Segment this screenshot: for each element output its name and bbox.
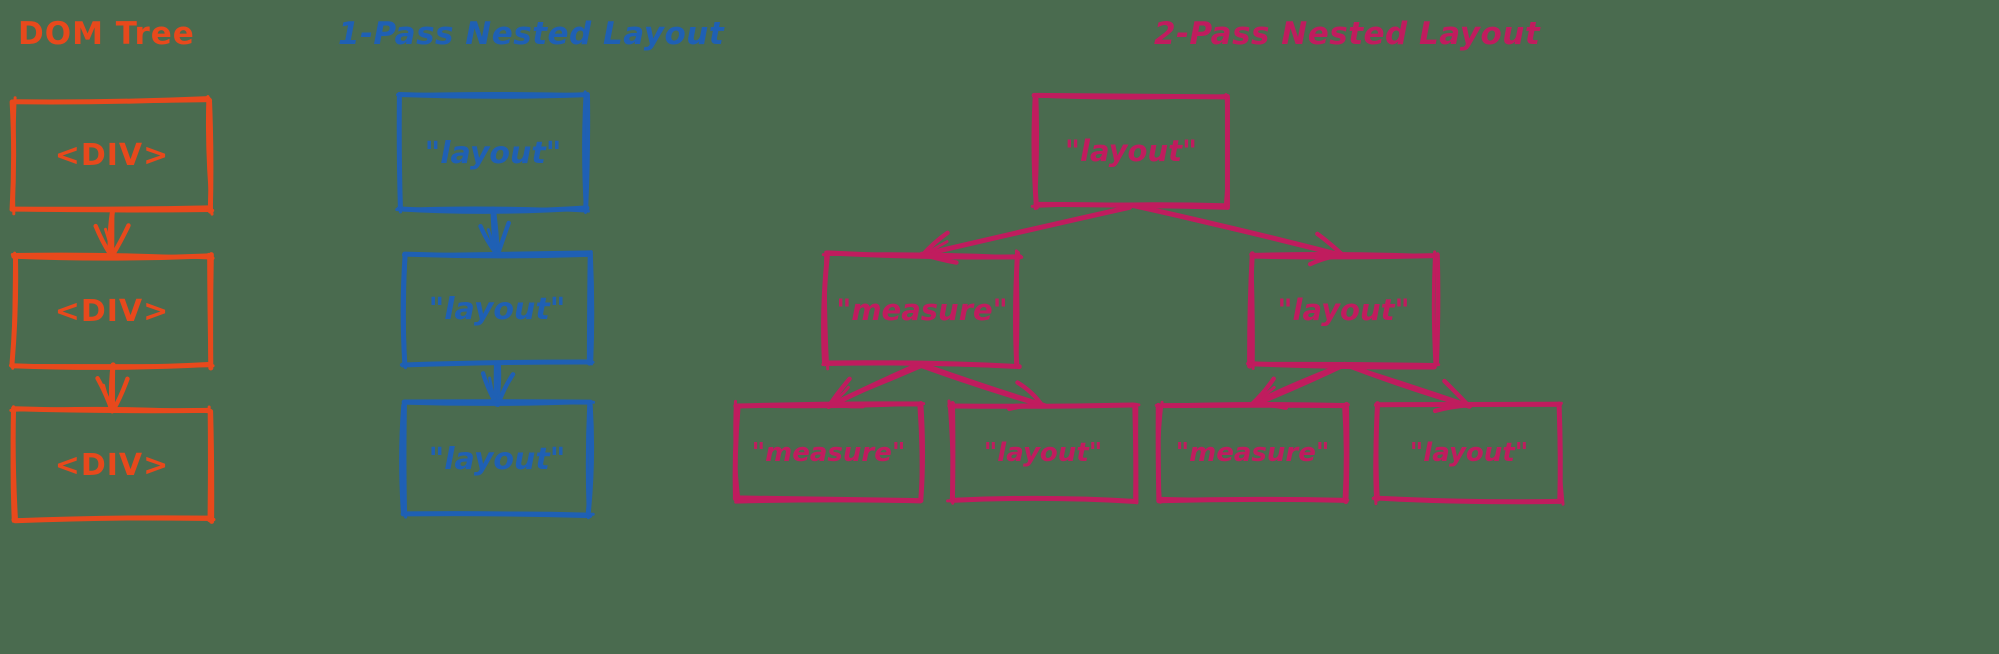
node-box[interactable] — [395, 90, 591, 214]
column-title-two-pass: 2-Pass Nested Layout — [1154, 16, 1541, 52]
node-box[interactable] — [1154, 400, 1350, 505]
node-box[interactable] — [8, 251, 215, 371]
node-box[interactable] — [1371, 401, 1565, 506]
node-box[interactable] — [1030, 92, 1231, 211]
node-box[interactable] — [9, 405, 216, 524]
node-box[interactable] — [9, 95, 215, 216]
node-box[interactable] — [732, 399, 926, 504]
column-title-dom-tree: DOM Tree — [18, 16, 195, 52]
node-box[interactable] — [1246, 250, 1441, 370]
column-title-one-pass: 1-Pass Nested Layout — [338, 16, 725, 52]
node-box[interactable] — [399, 250, 595, 370]
node-box[interactable] — [821, 249, 1024, 371]
node-box[interactable] — [946, 399, 1141, 505]
node-box[interactable] — [399, 399, 596, 520]
